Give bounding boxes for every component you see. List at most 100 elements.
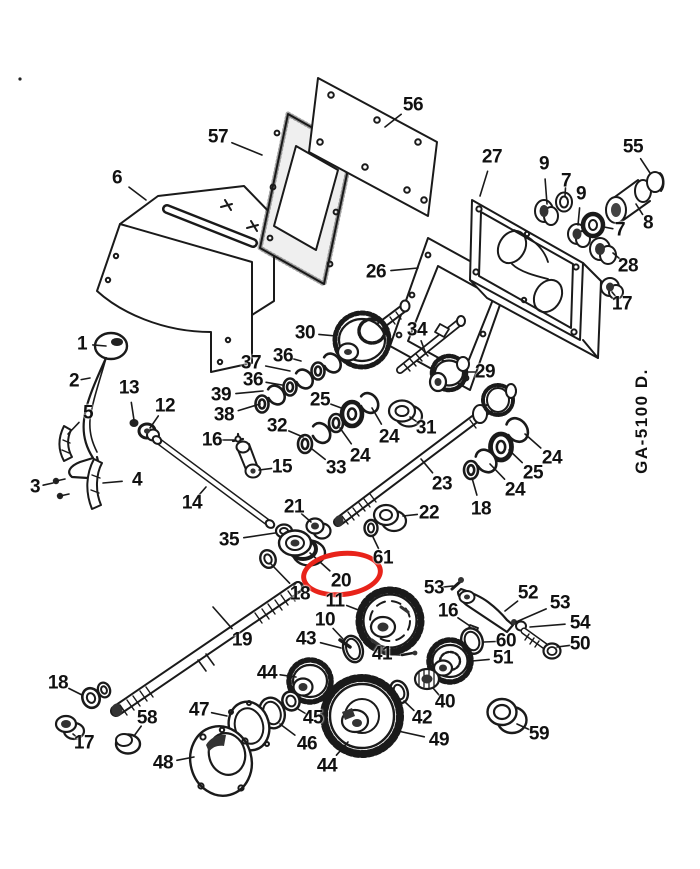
part-5-strip xyxy=(58,425,73,462)
part-label-42: 42 xyxy=(411,707,433,729)
part-41-pin xyxy=(400,650,418,657)
part-label-12: 12 xyxy=(154,395,176,417)
part-label-43: 43 xyxy=(295,628,317,650)
part-6-shield-cover xyxy=(96,185,275,373)
part-49-gear-large xyxy=(320,674,404,758)
part-label-45: 45 xyxy=(302,707,324,729)
part-label-24: 24 xyxy=(378,426,400,448)
part-label-54: 54 xyxy=(569,612,591,634)
part-20-bearing xyxy=(277,529,327,567)
part-label-31: 31 xyxy=(415,417,437,439)
part-17-cap-right xyxy=(600,277,624,300)
part-23-shaft xyxy=(333,383,517,527)
part-label-25: 25 xyxy=(309,389,331,411)
part-label-35: 35 xyxy=(218,529,240,551)
part-label-38: 38 xyxy=(213,404,235,426)
part-label-19: 19 xyxy=(231,629,253,651)
part-11-gear xyxy=(355,586,425,656)
part-label-26: 26 xyxy=(365,261,387,283)
part-label-4: 4 xyxy=(131,469,143,491)
part-label-17: 17 xyxy=(611,293,633,315)
part-label-51: 51 xyxy=(492,647,514,669)
part-label-40: 40 xyxy=(434,691,456,713)
part-label-2: 2 xyxy=(68,370,80,392)
part-label-55: 55 xyxy=(622,136,644,158)
part-14-rod xyxy=(151,435,276,529)
leader-lines xyxy=(42,113,651,762)
part-label-60: 60 xyxy=(495,630,517,652)
part-48-flange xyxy=(188,725,254,797)
part-label-18: 18 xyxy=(289,583,311,605)
part-19-shaft xyxy=(110,581,304,717)
part-4-strip xyxy=(86,458,103,510)
part-27-housing xyxy=(469,199,602,359)
part-label-56: 56 xyxy=(402,94,424,116)
part-label-53: 53 xyxy=(423,577,445,599)
part-22-bushing xyxy=(372,503,408,533)
part-label-46: 46 xyxy=(296,733,318,755)
part-label-15: 15 xyxy=(271,456,293,478)
part-51-gear xyxy=(426,637,474,685)
part-43-ring xyxy=(341,634,365,664)
part-15-link xyxy=(235,440,262,479)
part-label-50: 50 xyxy=(569,633,591,655)
part-label-24: 24 xyxy=(541,447,563,469)
part-label-49: 49 xyxy=(428,729,450,751)
drawing-code: GA-5100 D. xyxy=(632,368,651,474)
part-label-24: 24 xyxy=(504,479,526,501)
part-18-washers-left xyxy=(81,681,112,710)
part-label-25: 25 xyxy=(522,462,544,484)
part-label-9: 9 xyxy=(575,183,587,205)
part-13-pin xyxy=(129,419,139,427)
part-label-48: 48 xyxy=(152,752,174,774)
part-label-52: 52 xyxy=(517,582,539,604)
part-18-washer-center xyxy=(259,548,277,570)
part-label-39: 39 xyxy=(210,384,232,406)
part-label-21: 21 xyxy=(283,496,305,518)
part-label-8: 8 xyxy=(642,212,654,234)
part-label-23: 23 xyxy=(431,473,453,495)
part-56-plate xyxy=(308,77,438,217)
part-7-bearing-b xyxy=(580,211,606,239)
part-label-13: 13 xyxy=(118,377,140,399)
part-3-pins xyxy=(52,477,70,500)
part-label-59: 59 xyxy=(528,723,550,745)
part-label-58: 58 xyxy=(136,707,158,729)
part-label-18: 18 xyxy=(470,498,492,520)
part-label-47: 47 xyxy=(188,699,210,721)
part-label-41: 41 xyxy=(371,643,393,665)
part-8-55-cylinder xyxy=(605,171,665,224)
part-label-29: 29 xyxy=(474,361,496,383)
part-59-bushing xyxy=(486,697,528,735)
part-label-14: 14 xyxy=(181,492,203,514)
part-label-34: 34 xyxy=(406,319,428,341)
part-label-37: 37 xyxy=(240,352,262,374)
part-label-61: 61 xyxy=(372,547,394,569)
part-1-knob xyxy=(93,331,129,361)
part-45-washer xyxy=(281,690,301,712)
part-label-36: 36 xyxy=(242,369,264,391)
part-label-20: 20 xyxy=(330,570,352,592)
part-label-30: 30 xyxy=(294,322,316,344)
part-label-7: 7 xyxy=(560,170,572,192)
part-label-57: 57 xyxy=(207,126,229,148)
part-10-pin xyxy=(338,638,352,649)
part-53-screw-left xyxy=(450,577,464,591)
part-label-1: 1 xyxy=(76,333,88,355)
part-34-shaft xyxy=(396,315,466,374)
part-label-17: 17 xyxy=(73,732,95,754)
part-52-lever-arm xyxy=(456,587,517,634)
part-label-5: 5 xyxy=(82,402,94,424)
part-label-27: 27 xyxy=(481,146,503,168)
rings-36-37-38-39 xyxy=(254,352,343,414)
part-label-44: 44 xyxy=(316,755,338,777)
part-label-53: 53 xyxy=(549,592,571,614)
part-label-16: 16 xyxy=(437,600,459,622)
part-40-spline-bushing xyxy=(413,667,441,691)
part-label-33: 33 xyxy=(325,457,347,479)
part-label-6: 6 xyxy=(111,167,123,189)
part-label-16: 16 xyxy=(201,429,223,451)
part-label-22: 22 xyxy=(418,502,440,524)
